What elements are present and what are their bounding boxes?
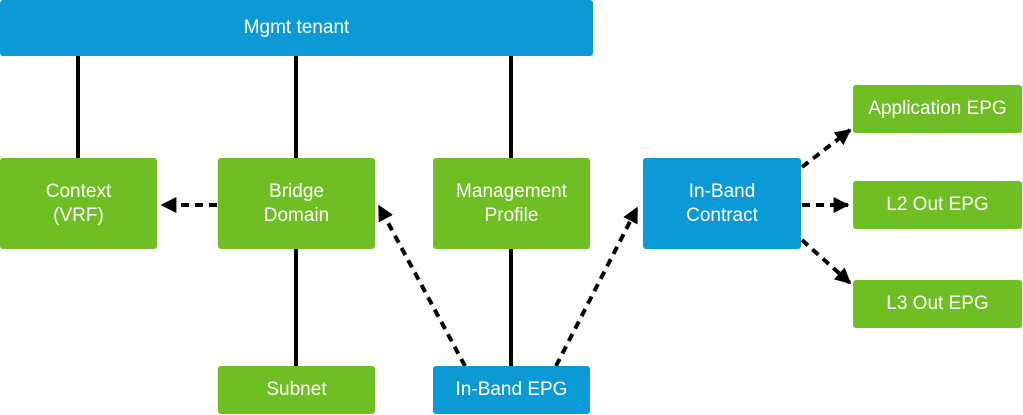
arrow-epg-to-bridge-domain (377, 204, 467, 367)
arrow-contract-to-application-epg (800, 128, 852, 169)
mgmt-tenant-node: Mgmt tenant (0, 0, 593, 56)
arrow-epg-to-contract (554, 206, 639, 367)
arrow-contract-to-l3-out-epg (800, 238, 852, 285)
management-profile-node: Management Profile (433, 158, 590, 249)
bridge-domain-node: Bridge Domain (218, 158, 375, 249)
in-band-epg-node: In-Band EPG (433, 366, 590, 414)
subnet-node: Subnet (218, 366, 375, 414)
l2-out-epg-node: L2 Out EPG (853, 181, 1022, 229)
context-node: Context (VRF) (0, 158, 157, 249)
l3-out-epg-node: L3 Out EPG (853, 280, 1022, 328)
in-band-contract-node: In-Band Contract (643, 158, 801, 249)
application-epg-node: Application EPG (853, 85, 1022, 133)
